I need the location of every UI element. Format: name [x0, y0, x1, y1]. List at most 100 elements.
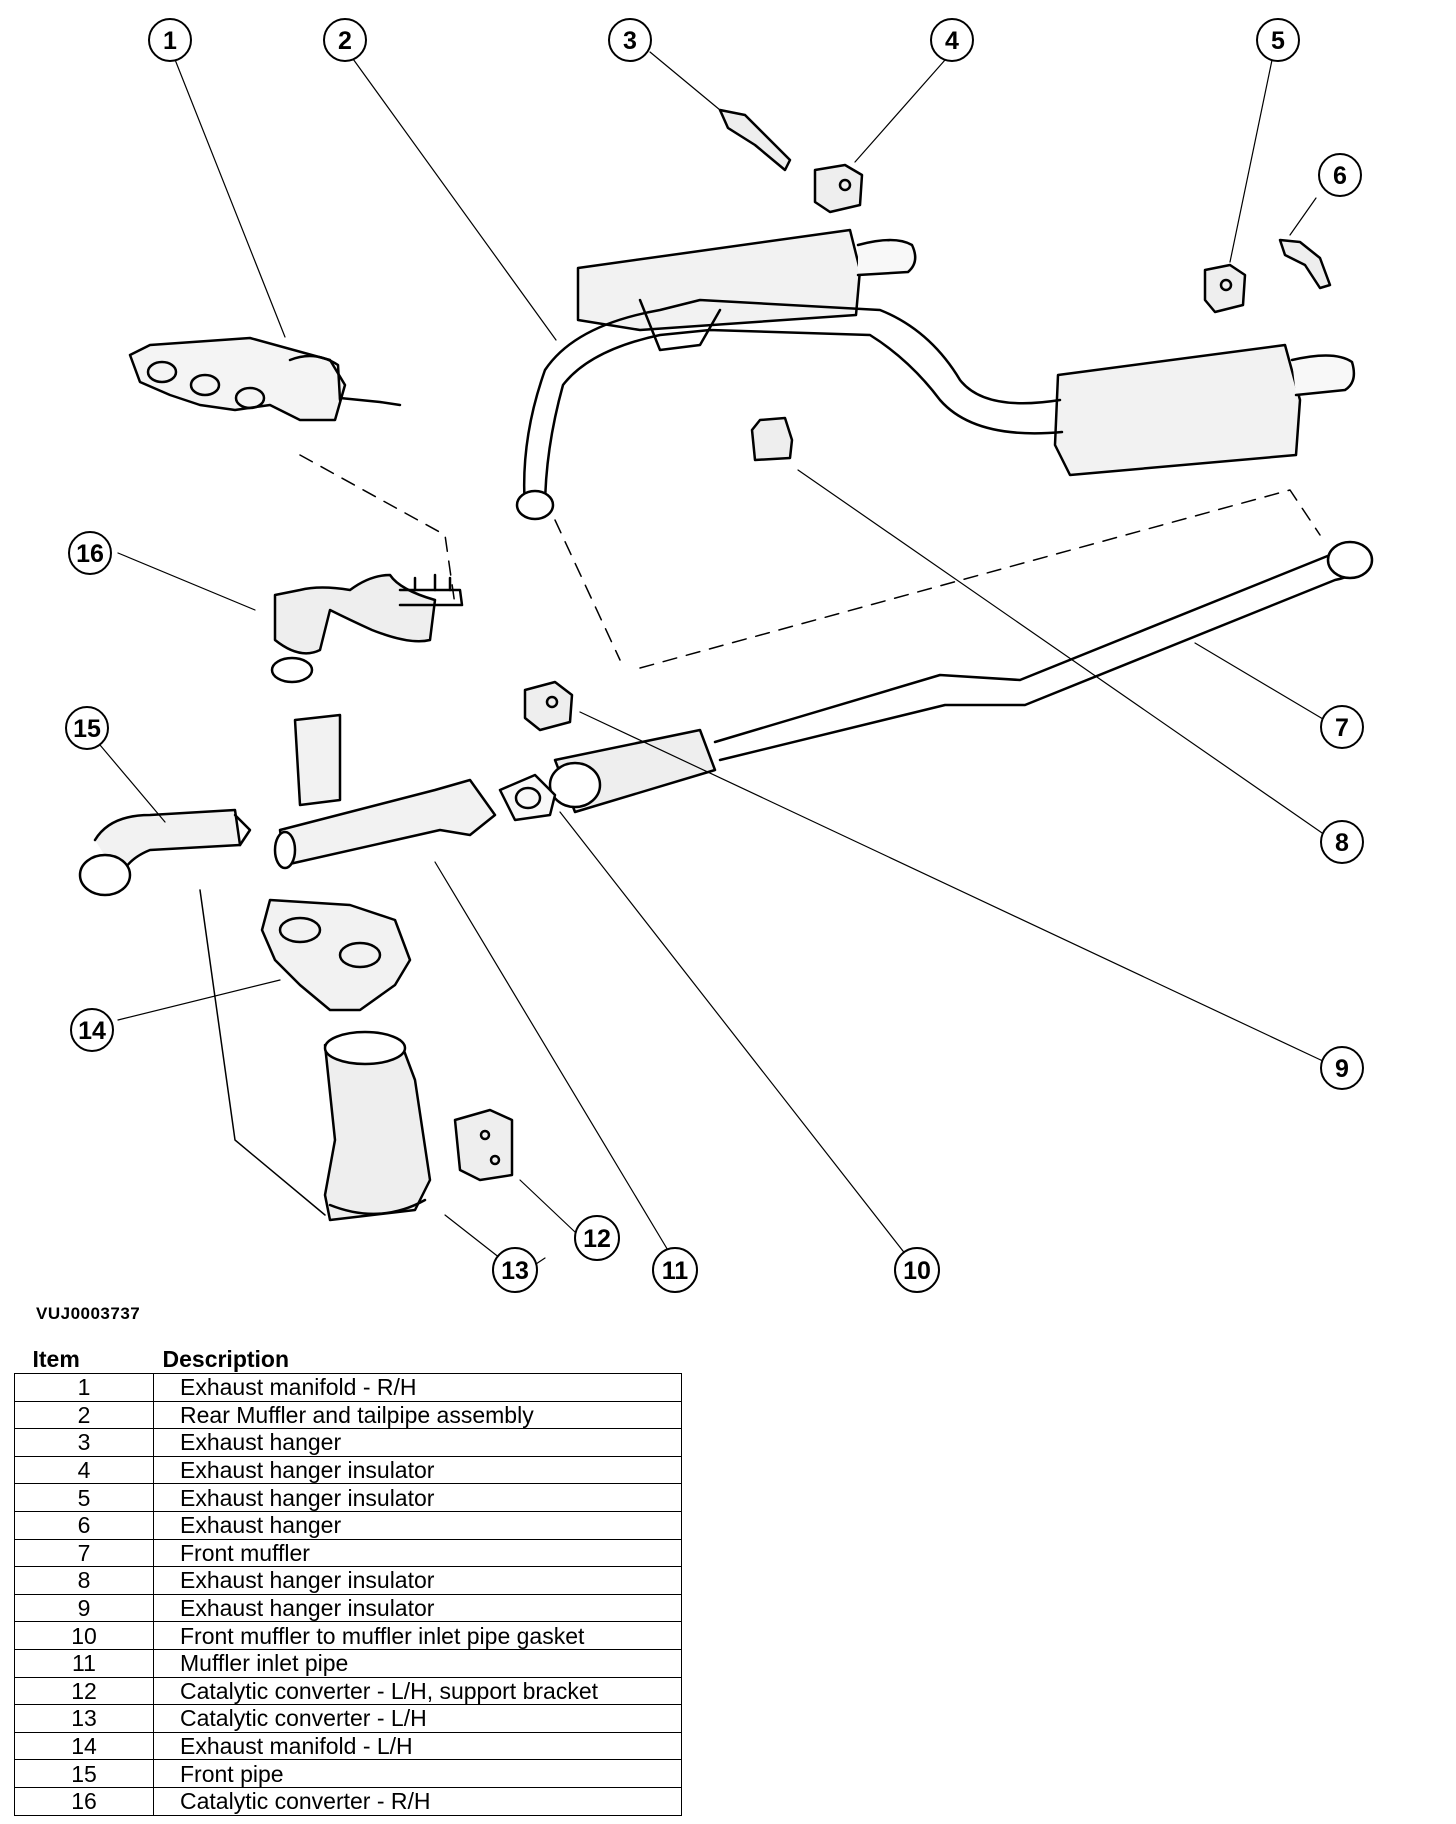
item-number: 13 [14, 1704, 154, 1733]
callout-circle [65, 706, 109, 750]
callout-number: 9 [1335, 1055, 1349, 1083]
callout-13: 13 [492, 1247, 538, 1293]
callout-circle [894, 1247, 940, 1293]
callout-circle [70, 1008, 114, 1052]
front-pipe [78, 808, 252, 897]
item-description: Muffler inlet pipe [153, 1648, 682, 1678]
callout-number: 14 [78, 1017, 106, 1045]
item-description: Catalytic converter - R/H [153, 1786, 682, 1816]
callout-number: 7 [1335, 714, 1349, 742]
item-description: Exhaust hanger [153, 1428, 682, 1457]
catalytic-converter-rh [270, 573, 464, 684]
item-description: Exhaust manifold - R/H [153, 1373, 682, 1402]
item-description: Exhaust hanger insulator [153, 1483, 682, 1512]
exhaust-hanger-6 [1278, 238, 1332, 290]
item-number: 12 [14, 1676, 154, 1706]
callout-number: 1 [163, 27, 177, 55]
callout-number: 3 [623, 27, 637, 55]
exhaust-system-diagram: 1 2 3 4 5 6 7 8 9 10 11 12 13 14 15 16 [65, 18, 1374, 1293]
item-description: Exhaust manifold - L/H [153, 1731, 682, 1761]
callout-circle [930, 18, 974, 62]
callout-circle [1256, 18, 1300, 62]
callout-circle [148, 18, 192, 62]
column-header-description: Description [153, 1345, 682, 1374]
column-header-item: Item [14, 1345, 154, 1374]
callout-5: 5 [1256, 18, 1300, 62]
callout-10: 10 [894, 1247, 940, 1293]
callout-number: 15 [73, 715, 101, 743]
callout-2: 2 [323, 18, 367, 62]
exhaust-manifold-rh [128, 336, 402, 422]
callout-number: 12 [583, 1225, 611, 1253]
callout-number: 10 [903, 1257, 931, 1285]
item-number: 3 [14, 1428, 154, 1457]
item-number: 16 [14, 1786, 154, 1816]
callout-4: 4 [930, 18, 974, 62]
callout-circle [1320, 820, 1364, 864]
item-description: Exhaust hanger insulator [153, 1455, 682, 1485]
callout-14: 14 [70, 1008, 114, 1052]
callout-circle [608, 18, 652, 62]
item-description: Exhaust hanger [153, 1510, 682, 1540]
callout-circle [1318, 153, 1362, 197]
inlet-pipe-gasket [498, 773, 557, 822]
item-number: 2 [14, 1400, 154, 1430]
item-number: 6 [14, 1510, 154, 1540]
callout-number: 16 [76, 540, 104, 568]
item-number: 4 [14, 1455, 154, 1485]
callout-11: 11 [652, 1247, 698, 1293]
callout-3: 3 [608, 18, 652, 62]
item-number: 5 [14, 1483, 154, 1512]
callout-circle [574, 1215, 620, 1261]
item-number: 14 [14, 1731, 154, 1761]
item-description: Rear Muffler and tailpipe assembly [153, 1400, 682, 1430]
exhaust-manifold-lh [260, 898, 412, 1012]
item-description: Front pipe [153, 1759, 682, 1788]
catalytic-converter-lh [323, 1030, 432, 1222]
table-header-row: Item Description [14, 1345, 682, 1374]
item-description: Exhaust hanger insulator [153, 1593, 682, 1623]
callout-circle [68, 531, 112, 575]
item-number: 7 [14, 1538, 154, 1568]
callout-number: 6 [1333, 162, 1347, 190]
callout-circle [323, 18, 367, 62]
exhaust-hanger-insulator-5 [1203, 263, 1247, 314]
support-bracket [453, 1108, 514, 1182]
callout-number: 8 [1335, 829, 1349, 857]
muffler-inlet-pipe [273, 713, 497, 870]
exhaust-hanger-insulator-9 [523, 680, 574, 732]
callout-circle [1320, 1046, 1364, 1090]
item-description: Exhaust hanger insulator [153, 1566, 682, 1595]
item-number: 9 [14, 1593, 154, 1623]
callout-number: 2 [338, 27, 352, 55]
item-number: 8 [14, 1566, 154, 1595]
item-description: Catalytic converter - L/H [153, 1704, 682, 1733]
callout-6: 6 [1318, 153, 1362, 197]
exhaust-hanger-3 [718, 108, 792, 172]
callout-number: 13 [501, 1257, 529, 1285]
exhaust-hanger-insulator-8 [750, 416, 794, 462]
item-description: Catalytic converter - L/H, support brack… [153, 1676, 682, 1706]
rear-muffler-tailpipe [515, 228, 1356, 521]
item-description: Front muffler [153, 1538, 682, 1568]
exhaust-hanger-insulator-4 [813, 163, 864, 214]
callout-16: 16 [68, 531, 112, 575]
callout-7: 7 [1320, 705, 1364, 749]
item-number: 1 [14, 1373, 154, 1402]
callout-9: 9 [1320, 1046, 1364, 1090]
